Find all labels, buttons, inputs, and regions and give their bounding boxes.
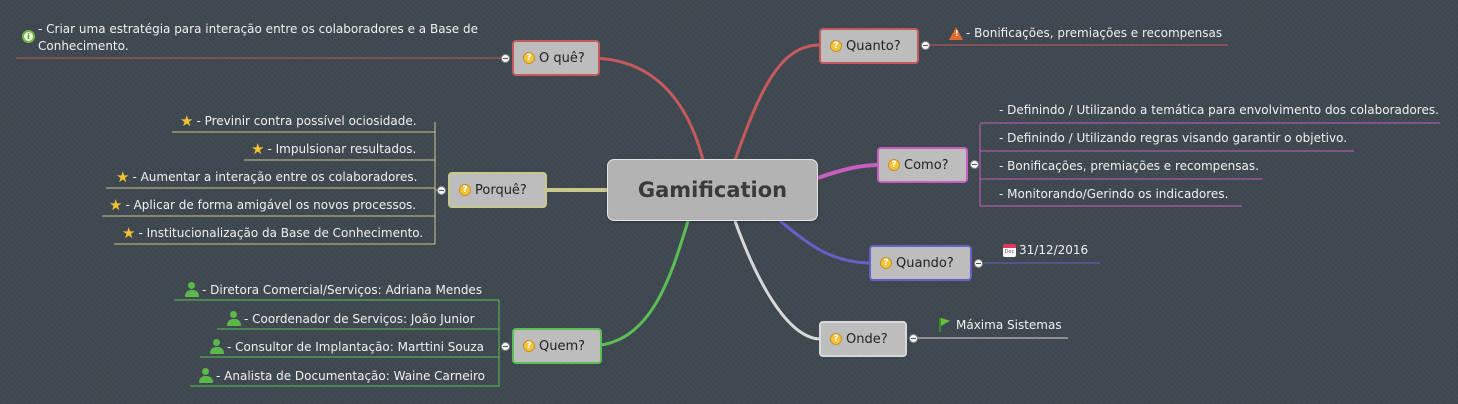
central-topic[interactable]: Gamification <box>607 159 818 221</box>
topic-quando-label: Quando? <box>896 255 954 271</box>
subtopic-text: - Definindo / Utilizando regras visando … <box>999 131 1348 145</box>
collapse-onde-button[interactable] <box>909 334 918 343</box>
subtopic-quanto-0[interactable]: ! - Bonificações, premiações e recompens… <box>949 26 1222 40</box>
question-icon <box>888 159 900 171</box>
topic-quando[interactable]: Quando? <box>869 245 972 281</box>
topic-oque[interactable]: O quê? <box>512 40 600 76</box>
topic-quanto[interactable]: Quanto? <box>819 28 919 64</box>
subtopic-text: - Coordenador de Serviços: João Junior <box>244 312 475 326</box>
connector-onde <box>733 220 821 341</box>
collapse-quem-button[interactable] <box>501 342 510 351</box>
subtopic-onde-0[interactable]: Máxima Sistemas <box>938 318 1062 332</box>
subtopic-text: - Monitorando/Gerindo os indicadores. <box>999 187 1229 201</box>
subtopic-text: - Aplicar de forma amigável os novos pro… <box>125 198 417 212</box>
info-icon: i <box>22 30 35 43</box>
connector-quem <box>589 220 690 348</box>
person-icon <box>210 339 224 355</box>
subtopic-text: Máxima Sistemas <box>956 318 1062 332</box>
person-icon <box>227 311 241 327</box>
topic-como-label: Como? <box>904 157 949 173</box>
topic-quanto-label: Quanto? <box>846 38 901 54</box>
subtopic-text: - Consultor de Implantação: Marttini Sou… <box>227 340 484 354</box>
connector-como <box>817 163 879 180</box>
central-topic-label: Gamification <box>637 178 788 202</box>
subtopic-como-3[interactable]: - Monitorando/Gerindo os indicadores. <box>999 187 1228 201</box>
subtopic-text: - Bonificações, premiações e recompensas… <box>999 159 1259 173</box>
star-icon: ★ <box>122 223 136 242</box>
subtopic-quando-0[interactable]: Dec 31/12/2016 <box>1003 243 1088 257</box>
topic-como[interactable]: Como? <box>877 147 968 183</box>
person-icon <box>185 282 199 298</box>
calendar-icon: Dec <box>1003 243 1016 257</box>
person-icon <box>199 368 213 384</box>
subtopic-porque-2[interactable]: ★ - Aumentar a interação entre os colabo… <box>116 167 418 186</box>
collapse-porque-button[interactable] <box>437 186 446 195</box>
subtopic-quem-1[interactable]: - Coordenador de Serviços: João Junior <box>227 311 475 327</box>
subtopic-text: - Bonificações, premiações e recompensas <box>966 26 1223 40</box>
star-icon: ★ <box>109 195 123 214</box>
subtopic-porque-3[interactable]: ★ - Aplicar de forma amigável os novos p… <box>109 195 417 214</box>
question-icon <box>830 40 842 52</box>
subtopic-como-1[interactable]: - Definindo / Utilizando regras visando … <box>999 131 1347 145</box>
question-icon <box>523 52 535 64</box>
question-icon <box>830 333 842 345</box>
subtopic-text: - Definindo / Utilizando a temática para… <box>999 103 1439 117</box>
star-icon: ★ <box>116 167 130 186</box>
subtopic-porque-0[interactable]: ★ - Previnir contra possível ociosidade. <box>180 111 417 130</box>
subtopic-quem-3[interactable]: - Analista de Documentação: Waine Carnei… <box>199 368 485 384</box>
subtopic-text: 31/12/2016 <box>1019 243 1089 257</box>
collapse-quando-button[interactable] <box>974 259 983 268</box>
subtopic-como-0[interactable]: - Definindo / Utilizando a temática para… <box>999 103 1439 117</box>
collapse-oque-button[interactable] <box>501 54 510 63</box>
collapse-como-button[interactable] <box>970 160 979 169</box>
subtopic-text: - Impulsionar resultados. <box>267 142 417 156</box>
subtopic-porque-1[interactable]: ★ - Impulsionar resultados. <box>251 139 417 158</box>
subtopic-text: - Analista de Documentação: Waine Carnei… <box>216 369 485 383</box>
topic-quem-label: Quem? <box>539 338 586 354</box>
subtopic-porque-4[interactable]: ★ - Institucionalização da Base de Conhe… <box>122 223 424 242</box>
star-icon: ★ <box>251 139 265 158</box>
subtopic-text: - Criar uma estratégia para interação en… <box>38 22 479 53</box>
star-icon: ★ <box>180 111 194 130</box>
subtopic-quem-0[interactable]: - Diretora Comercial/Serviços: Adriana M… <box>185 282 482 298</box>
connector-quanto <box>733 43 821 161</box>
topic-onde[interactable]: Onde? <box>819 321 907 357</box>
flag-icon <box>938 318 950 332</box>
collapse-quanto-button[interactable] <box>921 41 930 50</box>
subtopic-text: - Diretora Comercial/Serviços: Adriana M… <box>202 283 483 297</box>
subtopic-text: - Aumentar a interação entre os colabora… <box>132 170 418 184</box>
question-icon <box>459 184 471 196</box>
connector-oque <box>589 56 705 161</box>
connector-quando <box>779 219 871 265</box>
question-icon <box>880 257 892 269</box>
subtopic-como-2[interactable]: - Bonificações, premiações e recompensas… <box>999 159 1259 173</box>
subtopic-quem-2[interactable]: - Consultor de Implantação: Marttini Sou… <box>210 339 484 355</box>
subtopic-text: - Previnir contra possível ociosidade. <box>196 114 417 128</box>
warning-icon: ! <box>949 26 963 40</box>
topic-porque-label: Porquê? <box>475 182 527 198</box>
topic-onde-label: Onde? <box>846 331 888 347</box>
topic-quem[interactable]: Quem? <box>512 328 602 364</box>
topic-porque[interactable]: Porquê? <box>448 172 547 208</box>
topic-oque-label: O quê? <box>539 50 585 66</box>
subtopic-oque-0[interactable]: i - Criar uma estratégia para interação … <box>22 21 500 55</box>
subtopic-text: - Institucionalização da Base de Conheci… <box>138 226 424 240</box>
question-icon <box>523 340 535 352</box>
